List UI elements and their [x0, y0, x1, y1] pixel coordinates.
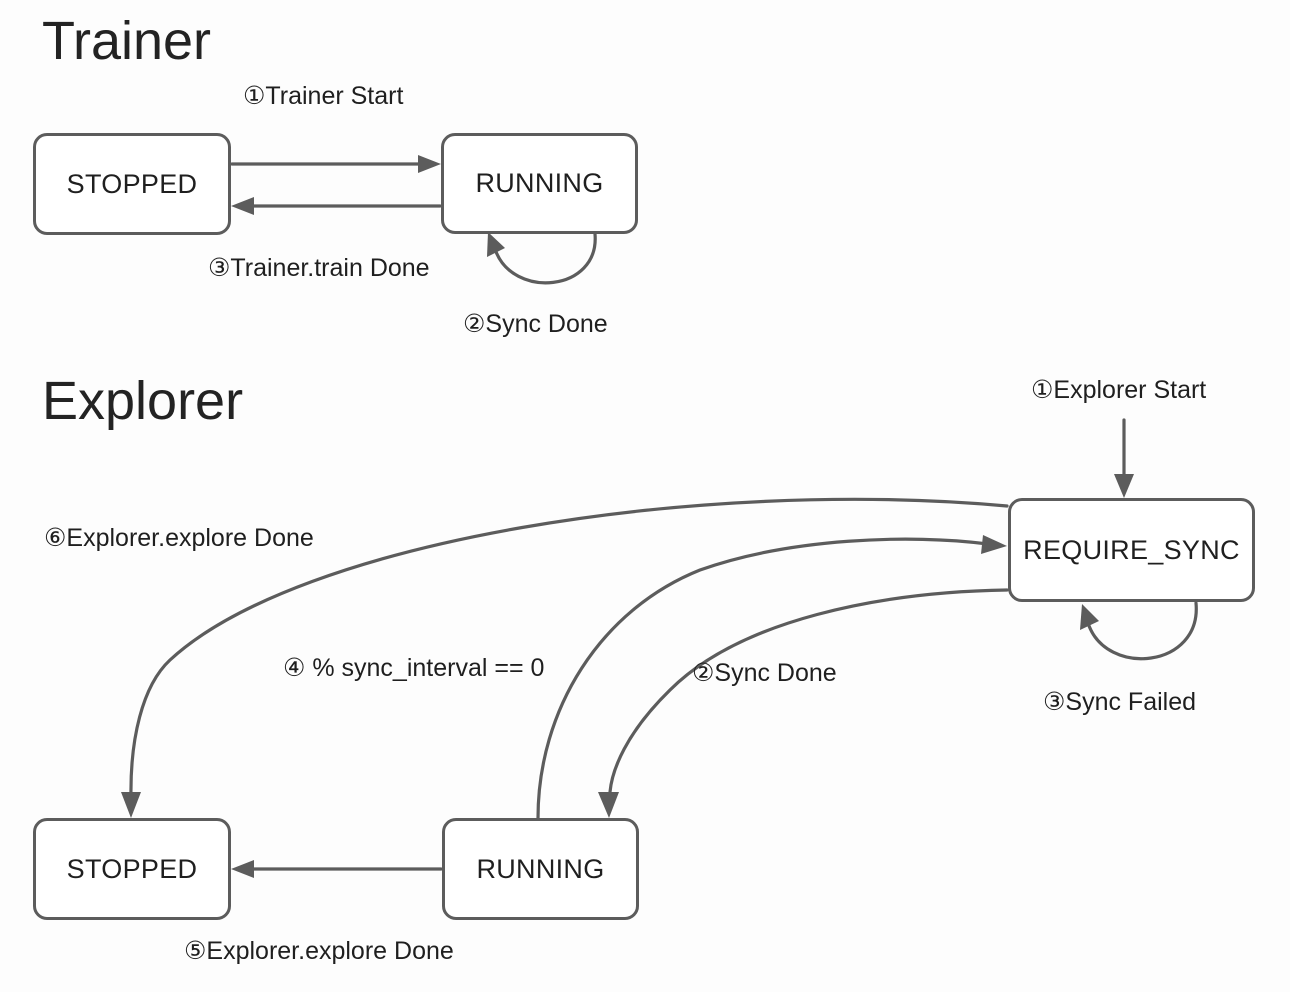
edge-trainer-train-done	[231, 197, 442, 215]
edge-label-trainer-train-done: ③Trainer.train Done	[208, 254, 430, 282]
edge-label-trainer-start: ①Trainer Start	[243, 82, 404, 110]
edge-label-explorer-start: ①Explorer Start	[1031, 376, 1207, 404]
section-title-trainer: Trainer	[42, 11, 212, 71]
edge-explorer-sync-failed	[1080, 601, 1198, 661]
edge-label-explorer-explore-done: ⑤Explorer.explore Done	[184, 937, 454, 965]
state-node-explorer-require-sync[interactable]: REQUIRE_SYNC	[1008, 498, 1255, 602]
edge-explorer-start	[1114, 418, 1134, 498]
edge-label-explorer-sync-interval: ④ % sync_interval == 0	[283, 654, 545, 682]
state-node-trainer-stopped[interactable]: STOPPED	[33, 133, 231, 235]
edge-explorer-explore-done	[231, 860, 443, 878]
state-label-explorer-running: RUNNING	[476, 853, 605, 884]
edge-explorer-sync-done	[598, 588, 1009, 818]
state-node-explorer-running[interactable]: RUNNING	[442, 818, 639, 920]
state-label-explorer-require-sync: REQUIRE_SYNC	[1023, 534, 1240, 565]
state-label-trainer-running: RUNNING	[475, 168, 604, 198]
edge-label-explorer-explore-done-from-require-sync: ⑥Explorer.explore Done	[44, 524, 314, 552]
edge-trainer-start	[230, 155, 441, 173]
state-label-trainer-stopped: STOPPED	[66, 168, 198, 199]
edge-label-explorer-sync-done: ②Sync Done	[692, 659, 837, 687]
edge-label-trainer-sync-done: ②Sync Done	[463, 310, 608, 338]
state-node-explorer-stopped[interactable]: STOPPED	[33, 818, 231, 920]
edge-label-explorer-sync-failed: ③Sync Failed	[1043, 688, 1197, 716]
edge-trainer-sync-done	[487, 232, 597, 285]
section-title-explorer: Explorer	[42, 371, 244, 431]
state-node-trainer-running[interactable]: RUNNING	[441, 133, 638, 234]
state-label-explorer-stopped: STOPPED	[66, 853, 198, 884]
